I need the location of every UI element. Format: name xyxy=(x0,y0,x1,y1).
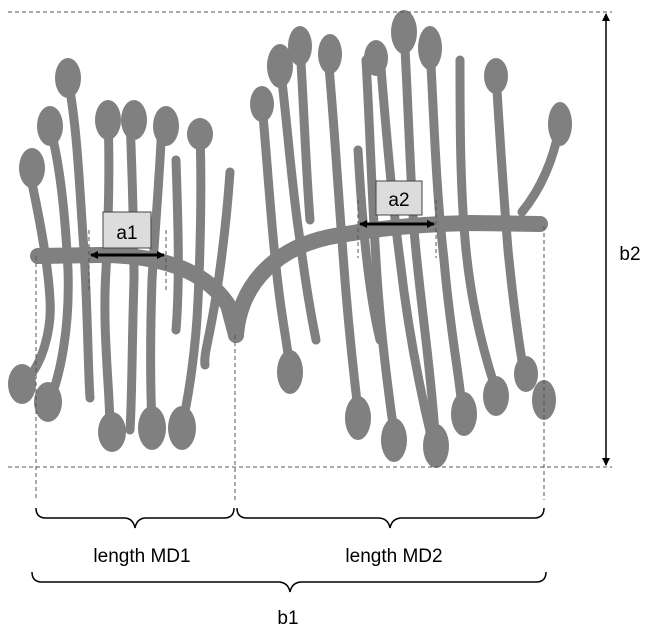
length-md2-label: length MD2 xyxy=(345,546,442,567)
brace-b1 xyxy=(31,571,547,593)
length-md1-label: length MD1 xyxy=(93,546,190,567)
brace-md1 xyxy=(35,507,235,529)
guide-lines xyxy=(8,11,612,500)
left-spikelets xyxy=(8,58,213,452)
a1-label: a1 xyxy=(116,223,137,244)
right-branches xyxy=(257,25,565,451)
left-branches xyxy=(21,75,235,435)
b2-measure: b2 xyxy=(602,13,641,466)
b2-label: b2 xyxy=(619,244,640,265)
a1-measure: a1 xyxy=(90,211,165,259)
a2-measure: a2 xyxy=(359,180,435,228)
brace-md2 xyxy=(236,507,545,529)
right-spikelets xyxy=(250,10,572,468)
braces xyxy=(31,507,547,593)
spike-structure xyxy=(8,10,572,468)
b1-label: b1 xyxy=(277,608,298,629)
a1-label-box xyxy=(102,211,152,249)
a2-label-box xyxy=(375,180,423,216)
a2-label: a2 xyxy=(388,190,409,211)
